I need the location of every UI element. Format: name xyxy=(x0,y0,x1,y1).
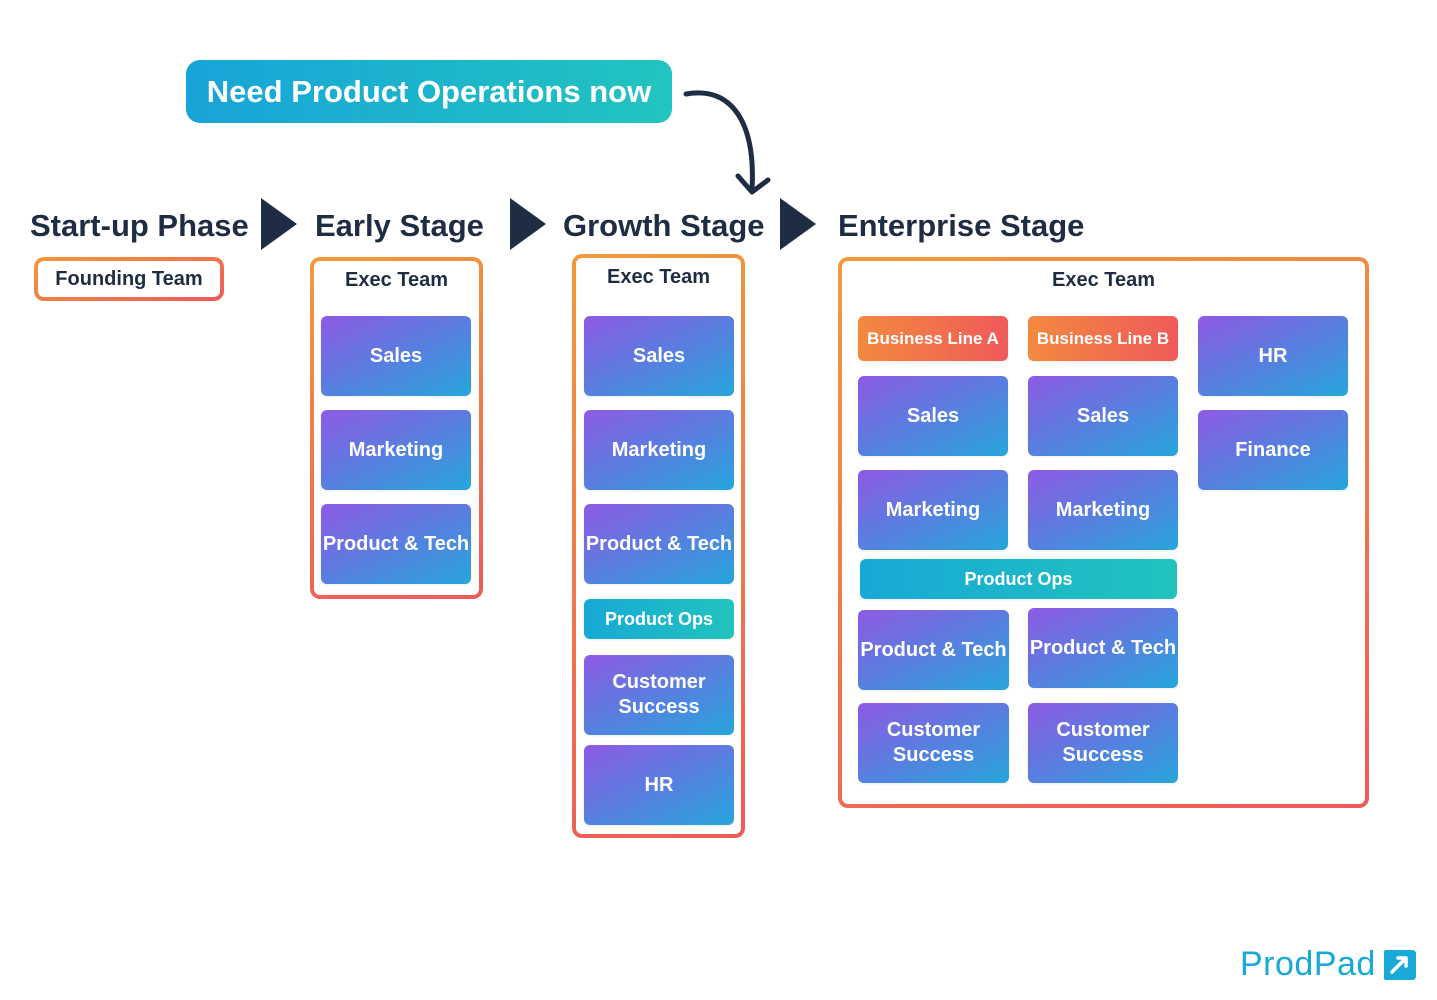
team-product-tech: Product & Tech xyxy=(584,504,734,584)
team-marketing: Marketing xyxy=(1028,470,1178,550)
brand-name: ProdPad xyxy=(1240,944,1376,983)
team-sales: Sales xyxy=(584,316,734,396)
exec-team-label: Exec Team xyxy=(344,269,449,291)
team-hr: HR xyxy=(584,745,734,825)
team-product-ops: Product Ops xyxy=(584,599,734,639)
chevron-right-icon xyxy=(780,198,816,250)
team-finance: Finance xyxy=(1198,410,1348,490)
team-product-tech: Product & Tech xyxy=(1028,608,1178,688)
stage-title-early: Early Stage xyxy=(315,208,484,243)
team-sales: Sales xyxy=(858,376,1008,456)
curved-arrow-icon xyxy=(683,90,771,195)
business-line-a: Business Line A xyxy=(858,316,1008,361)
prodpad-brand: ProdPad xyxy=(1240,942,1418,986)
team-customer-success: Customer Success xyxy=(1028,703,1178,783)
team-customer-success: Customer Success xyxy=(584,655,734,735)
business-line-b: Business Line B xyxy=(1028,316,1178,361)
team-hr: HR xyxy=(1198,316,1348,396)
prodpad-logo-icon xyxy=(1383,950,1416,980)
stage-title-startup: Start-up Phase xyxy=(30,208,249,243)
exec-team-label: Exec Team xyxy=(1051,269,1156,291)
team-marketing: Marketing xyxy=(584,410,734,490)
founding-team-frame: Founding Team xyxy=(34,257,224,301)
team-sales: Sales xyxy=(321,316,471,396)
chevron-right-icon xyxy=(261,198,297,250)
founding-team-label: Founding Team xyxy=(55,268,203,290)
team-product-tech: Product & Tech xyxy=(858,610,1009,690)
team-marketing: Marketing xyxy=(858,470,1008,550)
stage-title-growth: Growth Stage xyxy=(563,208,765,243)
team-product-tech: Product & Tech xyxy=(321,504,471,584)
stage-title-enterprise: Enterprise Stage xyxy=(838,208,1085,243)
team-sales: Sales xyxy=(1028,376,1178,456)
chevron-right-icon xyxy=(510,198,546,250)
callout-need-product-ops: Need Product Operations now xyxy=(186,60,672,123)
team-marketing: Marketing xyxy=(321,410,471,490)
team-customer-success: Customer Success xyxy=(858,703,1009,783)
exec-team-label: Exec Team xyxy=(606,266,711,288)
team-product-ops: Product Ops xyxy=(860,559,1177,599)
